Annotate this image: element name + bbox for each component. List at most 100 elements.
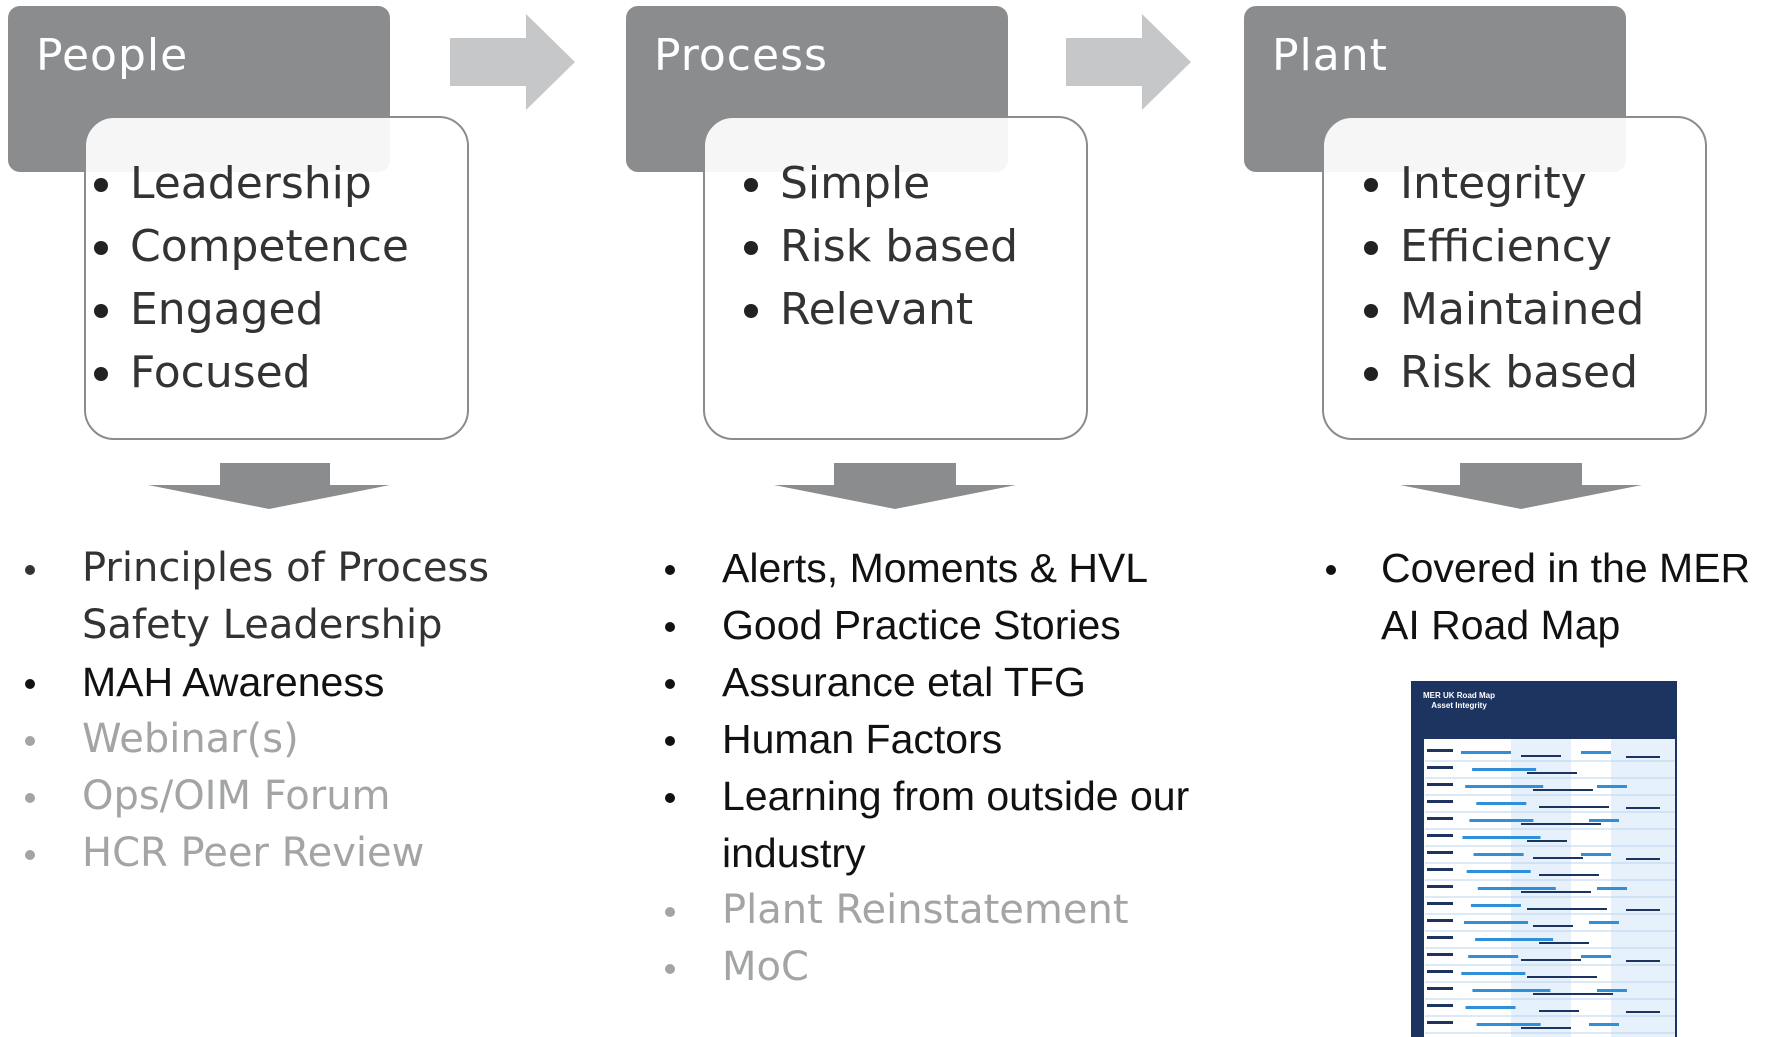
plant-header-label: Plant — [1272, 30, 1388, 81]
people-bullet-list: Leadership Competence Engaged Focused — [94, 152, 409, 404]
down-arrow-process — [774, 463, 1016, 509]
plant-bullet-list: Integrity Efficiency Maintained Risk bas… — [1363, 152, 1644, 404]
roadmap-mark — [1475, 938, 1554, 941]
plant-card: Integrity Efficiency Maintained Risk bas… — [1322, 116, 1707, 440]
roadmap-mark — [1427, 936, 1453, 939]
roadmap-mark — [1626, 756, 1660, 758]
people-bullet: Focused — [94, 341, 409, 404]
people-bullet: Leadership — [94, 152, 409, 215]
roadmap-mark — [1476, 802, 1527, 805]
plant-bullet: Integrity — [1363, 152, 1644, 215]
process-bullet-list: Simple Risk based Relevant — [743, 152, 1018, 341]
right-arrow-1 — [450, 14, 575, 110]
roadmap-mark — [1466, 870, 1531, 873]
people-outcome-item: Principles of Process Safety Leadership — [24, 540, 504, 654]
roadmap-mark — [1539, 942, 1589, 944]
roadmap-mark — [1427, 800, 1453, 803]
roadmap-mark — [1539, 806, 1609, 808]
roadmap-mark — [1626, 1011, 1660, 1013]
process-bullet: Relevant — [743, 278, 1018, 341]
process-outcome-list: Alerts, Moments & HVL Good Practice Stor… — [664, 540, 1204, 996]
roadmap-mark — [1427, 987, 1453, 990]
process-outcome-item: Plant Reinstatement — [664, 882, 1204, 939]
roadmap-mark — [1533, 925, 1573, 927]
roadmap-mark — [1527, 840, 1567, 842]
plant-bullet: Efficiency — [1363, 215, 1644, 278]
roadmap-mark — [1427, 919, 1453, 922]
roadmap-mark — [1470, 904, 1521, 907]
people-bullet: Engaged — [94, 278, 409, 341]
roadmap-mark — [1421, 739, 1424, 1037]
roadmap-mark — [1533, 993, 1613, 995]
people-outcome-item: Webinar(s) — [24, 711, 504, 768]
process-bullet: Simple — [743, 152, 1018, 215]
roadmap-mark — [1527, 976, 1597, 978]
roadmap-mark — [1521, 891, 1591, 893]
roadmap-mark — [1427, 766, 1453, 769]
roadmap-mark — [1465, 1006, 1516, 1009]
roadmap-mark — [1427, 868, 1453, 871]
roadmap-mark — [1427, 953, 1453, 956]
roadmap-mark — [1589, 921, 1619, 924]
process-outcome-item: Learning from outside our industry — [664, 768, 1204, 882]
process-outcome-item: Human Factors — [664, 711, 1204, 768]
process-outcome-item: Assurance etal TFG — [664, 654, 1204, 711]
roadmap-document-image: MER UK Road Map Asset Integrity — [1411, 681, 1677, 1037]
roadmap-mark — [1469, 819, 1534, 822]
roadmap-mark — [1427, 851, 1453, 854]
roadmap-mark — [1427, 1021, 1453, 1024]
process-outcome-item: Alerts, Moments & HVL — [664, 540, 1204, 597]
process-outcome-item: Good Practice Stories — [664, 597, 1204, 654]
roadmap-mark — [1597, 989, 1627, 992]
roadmap-mark — [1581, 751, 1611, 754]
roadmap-mark — [1472, 989, 1551, 992]
roadmap-mark — [1527, 908, 1607, 910]
roadmap-mark — [1477, 887, 1556, 890]
people-outcome-item: HCR Peer Review — [24, 825, 504, 882]
roadmap-body — [1421, 727, 1675, 1037]
right-arrow-2 — [1066, 14, 1191, 110]
roadmap-mark — [1462, 836, 1541, 839]
roadmap-mark — [1473, 853, 1524, 856]
people-header-label: People — [36, 30, 189, 81]
process-card: Simple Risk based Relevant — [703, 116, 1088, 440]
roadmap-mark — [1511, 727, 1571, 1037]
plant-bullet: Maintained — [1363, 278, 1644, 341]
roadmap-mark — [1611, 727, 1675, 1037]
roadmap-mark — [1581, 853, 1611, 856]
plant-outcome-list: Covered in the MER AI Road Map — [1325, 540, 1765, 654]
roadmap-mark — [1427, 834, 1453, 837]
roadmap-mark — [1427, 1004, 1453, 1007]
roadmap-mark — [1421, 727, 1675, 739]
roadmap-mark — [1427, 817, 1453, 820]
roadmap-mark — [1589, 819, 1619, 822]
people-outcome-item: MAH Awareness — [24, 654, 504, 711]
roadmap-mark — [1626, 807, 1660, 809]
down-arrow-people — [148, 463, 390, 509]
roadmap-mark — [1589, 1023, 1619, 1026]
roadmap-mark — [1521, 823, 1601, 825]
people-outcome-list: Principles of Process Safety Leadership … — [24, 540, 504, 882]
people-bullet: Competence — [94, 215, 409, 278]
roadmap-title: MER UK Road Map Asset Integrity — [1423, 691, 1495, 710]
roadmap-mark — [1539, 874, 1599, 876]
roadmap-mark — [1465, 785, 1544, 788]
process-bullet: Risk based — [743, 215, 1018, 278]
plant-bullet: Risk based — [1363, 341, 1644, 404]
roadmap-mark — [1597, 887, 1627, 890]
roadmap-mark — [1533, 789, 1593, 791]
roadmap-mark — [1521, 1027, 1571, 1029]
plant-outcome-item: Covered in the MER AI Road Map — [1325, 540, 1765, 654]
roadmap-mark — [1533, 857, 1583, 859]
roadmap-mark — [1427, 783, 1453, 786]
roadmap-mark — [1581, 955, 1611, 958]
roadmap-mark — [1468, 955, 1519, 958]
roadmap-mark — [1626, 909, 1660, 911]
roadmap-mark — [1597, 785, 1627, 788]
roadmap-mark — [1521, 755, 1561, 757]
down-arrow-plant — [1400, 463, 1642, 509]
roadmap-mark — [1476, 1023, 1541, 1026]
roadmap-mark — [1472, 768, 1537, 771]
roadmap-mark — [1461, 972, 1526, 975]
people-outcome-item: Ops/OIM Forum — [24, 768, 504, 825]
